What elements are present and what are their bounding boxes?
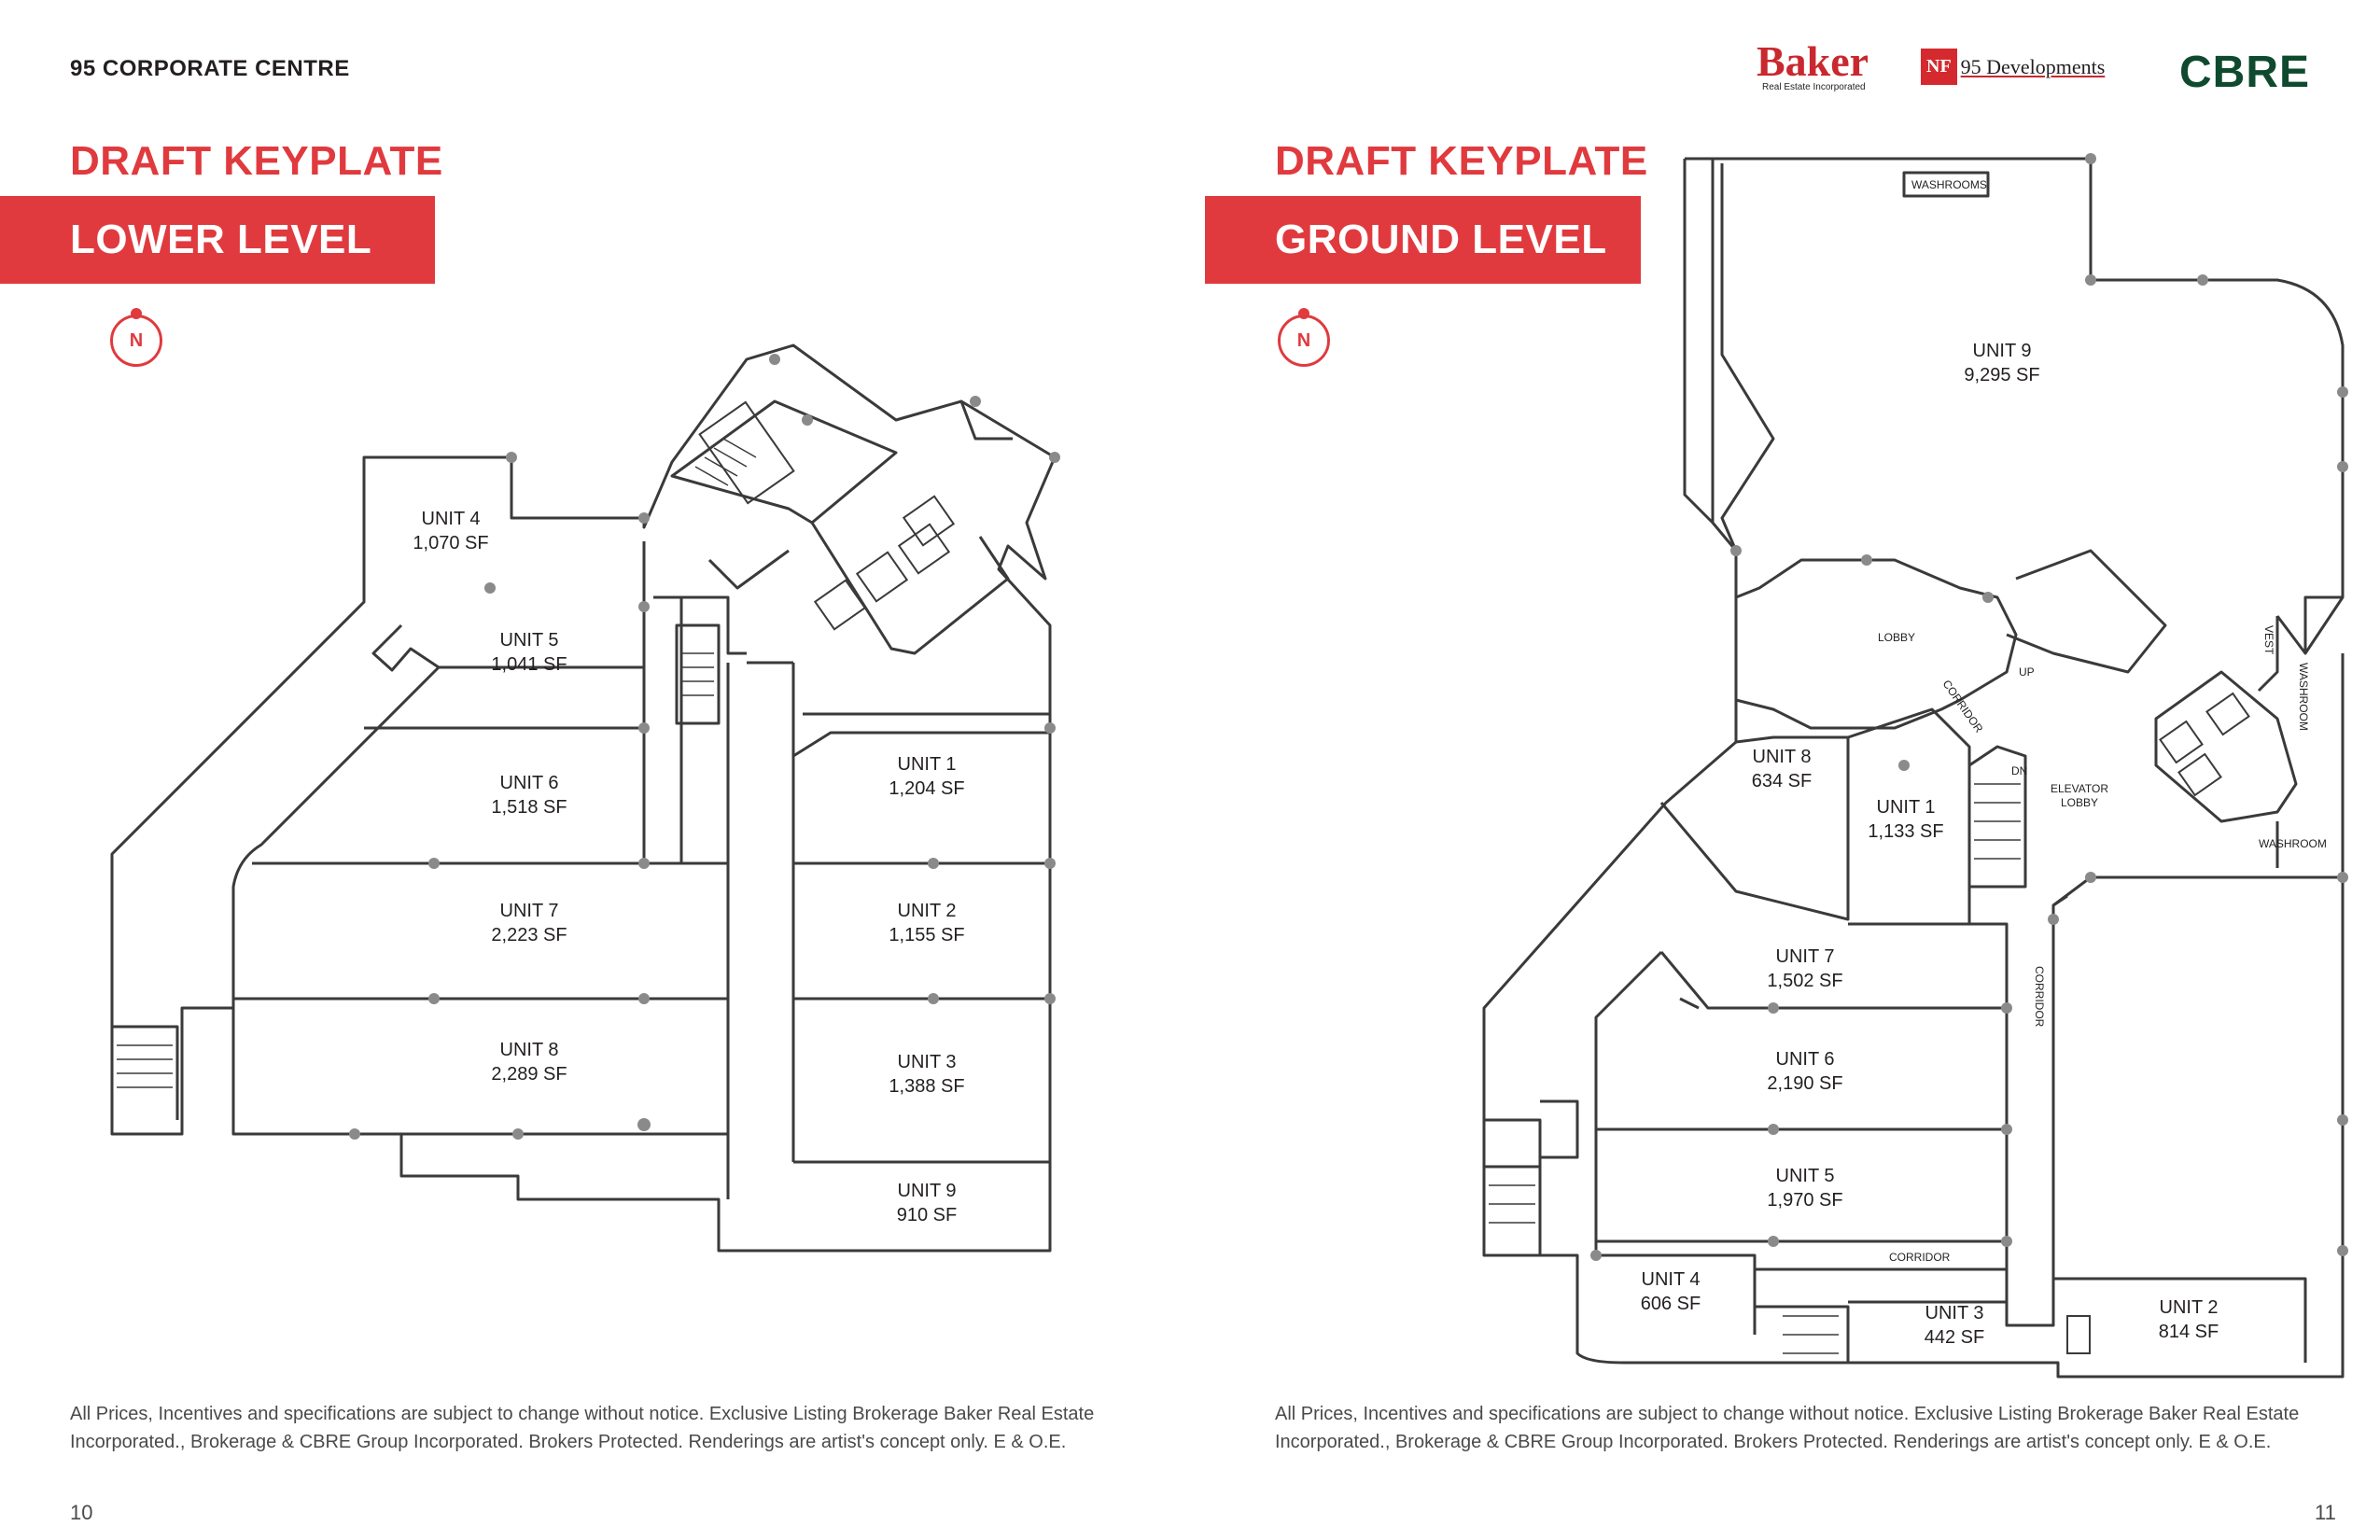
- washrooms-label: WASHROOMS: [1911, 178, 1987, 191]
- left-unit-9[interactable]: UNIT 9 910 SF: [897, 1179, 957, 1227]
- nf-logo-mark: NF: [1921, 49, 1957, 85]
- unit-name: UNIT 3: [1925, 1303, 1984, 1323]
- unit-area: 2,223 SF: [491, 925, 567, 945]
- right-draft-keyplate-title: DRAFT KEYPLATE: [1275, 138, 1648, 184]
- right-unit-9[interactable]: UNIT 9 9,295 SF: [1964, 339, 2039, 387]
- unit-name: UNIT 7: [499, 901, 559, 921]
- unit-name: UNIT 4: [1641, 1269, 1701, 1290]
- unit-name: UNIT 1: [1876, 797, 1936, 818]
- unit-area: 1,155 SF: [889, 925, 965, 945]
- unit-area: 814 SF: [2158, 1322, 2219, 1342]
- right-disclaimer: All Prices, Incentives and specification…: [1275, 1404, 2300, 1452]
- unit-name: UNIT 8: [1752, 747, 1812, 767]
- left-unit-5[interactable]: UNIT 5 1,041 SF: [491, 628, 567, 677]
- developments-logo-word: 95 Developments: [1960, 54, 2106, 78]
- left-unit-2[interactable]: UNIT 2 1,155 SF: [889, 899, 964, 947]
- unit-name: UNIT 3: [897, 1052, 957, 1072]
- elevator-lobby-line-2: LOBBY: [2061, 796, 2099, 809]
- baker-logo-word: Baker: [1757, 37, 1869, 85]
- vest-label: VEST: [2262, 625, 2275, 655]
- unit-area: 1,388 SF: [889, 1076, 965, 1097]
- left-unit-4[interactable]: UNIT 4 1,070 SF: [413, 507, 488, 555]
- elevator-lobby-label: ELEVATOR LOBBY: [2051, 782, 2108, 810]
- left-unit-3[interactable]: UNIT 3 1,388 SF: [889, 1050, 964, 1099]
- left-floor-plan: [110, 343, 1060, 1253]
- lobby-label: LOBBY: [1878, 631, 1916, 644]
- unit-name: UNIT 7: [1775, 946, 1835, 967]
- unit-area: 634 SF: [1751, 771, 1813, 791]
- right-page-number: 11: [2315, 1501, 2336, 1524]
- unit-name: UNIT 5: [1775, 1166, 1835, 1186]
- right-unit-7[interactable]: UNIT 7 1,502 SF: [1767, 945, 1842, 993]
- right-level-band: GROUND LEVEL: [1205, 196, 1641, 284]
- unit-area: 1,133 SF: [1868, 821, 1944, 842]
- right-unit-6[interactable]: UNIT 6 2,190 SF: [1767, 1047, 1842, 1096]
- brand-title: 95 CORPORATE CENTRE: [70, 56, 350, 81]
- unit-area: 1,970 SF: [1767, 1190, 1843, 1211]
- unit-area: 910 SF: [896, 1205, 958, 1225]
- unit-name: UNIT 9: [1972, 341, 2032, 361]
- unit-name: UNIT 5: [499, 630, 559, 651]
- unit-area: 9,295 SF: [1964, 365, 2040, 385]
- right-unit-5[interactable]: UNIT 5 1,970 SF: [1767, 1164, 1842, 1212]
- corridor-label-vertical: CORRIDOR: [2033, 966, 2046, 1028]
- left-unit-8[interactable]: UNIT 8 2,289 SF: [491, 1038, 567, 1086]
- dn-label: DN: [2011, 764, 2028, 777]
- unit-name: UNIT 9: [897, 1181, 957, 1201]
- unit-area: 2,190 SF: [1767, 1073, 1843, 1094]
- unit-area: 606 SF: [1640, 1294, 1701, 1314]
- unit-area: 1,070 SF: [413, 533, 489, 553]
- unit-area: 442 SF: [1924, 1327, 1985, 1348]
- baker-logo: Baker Real Estate Incorporated: [1757, 37, 1869, 93]
- right-unit-8[interactable]: UNIT 8 634 SF: [1752, 745, 1812, 793]
- up-label: UP: [2019, 665, 2035, 679]
- right-unit-1[interactable]: UNIT 1 1,133 SF: [1868, 795, 1943, 844]
- left-level-label: LOWER LEVEL: [70, 217, 372, 262]
- left-unit-7[interactable]: UNIT 7 2,223 SF: [491, 899, 567, 947]
- right-north-label: N: [1296, 329, 1311, 351]
- unit-area: 1,204 SF: [889, 778, 965, 799]
- left-page-number: 10: [70, 1501, 93, 1524]
- corridor-label-horizontal: CORRIDOR: [1889, 1251, 1951, 1264]
- unit-name: UNIT 6: [1775, 1049, 1835, 1070]
- right-floor-plan: [1482, 153, 2348, 1379]
- unit-area: 1,518 SF: [491, 797, 567, 818]
- washroom-label-vertical: WASHROOM: [2297, 663, 2310, 731]
- left-draft-keyplate-title: DRAFT KEYPLATE: [70, 138, 443, 184]
- right-unit-4[interactable]: UNIT 4 606 SF: [1641, 1267, 1701, 1316]
- right-north-compass-icon: N: [1278, 308, 1330, 367]
- unit-area: 1,041 SF: [491, 654, 567, 675]
- baker-logo-subtitle: Real Estate Incorporated: [1762, 82, 1866, 92]
- left-unit-6[interactable]: UNIT 6 1,518 SF: [491, 771, 567, 819]
- unit-name: UNIT 1: [897, 754, 957, 775]
- left-north-label: N: [129, 329, 144, 351]
- elevator-lobby-line-1: ELEVATOR: [2051, 782, 2109, 795]
- unit-name: UNIT 2: [897, 901, 957, 921]
- left-level-band: LOWER LEVEL: [0, 196, 435, 284]
- right-unit-3[interactable]: UNIT 3 442 SF: [1925, 1301, 1984, 1350]
- unit-name: UNIT 2: [2159, 1297, 2219, 1318]
- right-level-label: GROUND LEVEL: [1275, 217, 1607, 262]
- unit-name: UNIT 8: [499, 1040, 559, 1060]
- unit-area: 2,289 SF: [491, 1064, 567, 1085]
- unit-name: UNIT 6: [499, 773, 559, 793]
- washroom-label: WASHROOM: [2259, 837, 2327, 850]
- right-unit-2[interactable]: UNIT 2 814 SF: [2159, 1295, 2219, 1344]
- left-north-compass-icon: N: [110, 308, 162, 367]
- cbre-logo: CBRE: [2179, 48, 2311, 97]
- unit-area: 1,502 SF: [1767, 971, 1843, 991]
- unit-name: UNIT 4: [421, 509, 481, 529]
- left-disclaimer: All Prices, Incentives and specification…: [70, 1404, 1095, 1452]
- left-unit-1[interactable]: UNIT 1 1,204 SF: [889, 752, 964, 801]
